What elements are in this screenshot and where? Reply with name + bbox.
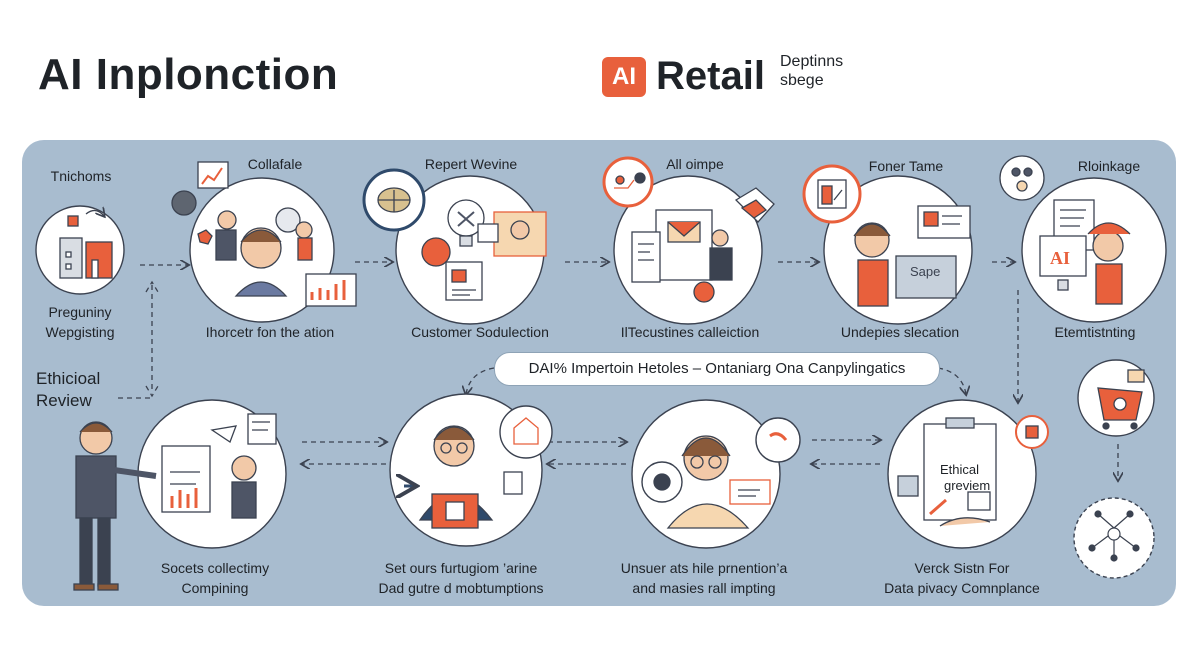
bottom2-label: Set ours furtugiom ’arine Dad gutre d mo… <box>356 558 566 598</box>
step4-bottom-label: IlTecustines calleiction <box>620 324 760 340</box>
step3-top-label: Repert Wevine <box>424 156 518 172</box>
bottom4-line1: Verck Sistn For <box>914 560 1010 576</box>
presenter-figure <box>73 421 157 591</box>
collecting-illustration <box>161 413 277 519</box>
store-icon <box>59 210 113 279</box>
step4-top-label: All oimpe <box>666 156 724 172</box>
linkage-illustration <box>1011 167 1131 305</box>
bottom4-label: Verck Sistn For Data pivacy Comnplance <box>862 558 1062 598</box>
connector-banner-right <box>937 367 966 394</box>
badge-circle-team <box>999 155 1045 201</box>
ethical-review-line1: Ethicioal <box>36 369 101 388</box>
ethical-review-line2: Review <box>36 391 92 410</box>
bottom1-label: Socets collectimy Compining <box>130 558 300 598</box>
brand-lockup: AI Retail <box>602 54 765 99</box>
clipboard-title: Ethical <box>940 462 979 477</box>
step6-bottom-label: Etemtistnting <box>1054 324 1136 340</box>
collaboration-illustration <box>197 161 357 307</box>
page-title: AI Inplonction <box>38 50 339 99</box>
selection-illustration <box>817 179 971 307</box>
brand-name: Retail <box>656 54 765 98</box>
ethical-review-illustration <box>897 417 1039 527</box>
bottom2-line2: Dad gutre d mobtumptions <box>378 580 544 596</box>
manager-illustration <box>404 417 539 529</box>
collection-illustration <box>614 172 775 303</box>
bottom3-line1: Unsuer ats hile prnention’a <box>620 560 788 576</box>
bottom3-label: Unsuer ats hile prnention’a and masies r… <box>604 558 804 598</box>
right-circle-network <box>1073 497 1155 579</box>
badge-circle-food <box>755 417 801 463</box>
connector-banner-left <box>466 367 495 394</box>
bottom4-line2: Data pivacy Comnplance <box>884 580 1040 596</box>
step5-top-label: Foner Tame <box>868 158 944 174</box>
step1-bottom-label: Preguniny Wepgisting <box>30 302 130 342</box>
step6-top-label: Rloinkage <box>1077 158 1141 174</box>
step5-bottom-label: Undepies slecation <box>840 324 960 340</box>
ai-monitor-text: AI <box>1050 248 1070 268</box>
step1-bottom-line1: Preguniny <box>48 304 112 320</box>
brand-tagline: Deptinns sbege <box>780 52 843 90</box>
banner-pill: DAI% Impertoin Hetoles – Ontaniarg Ona C… <box>494 352 940 386</box>
brand-logo: AI <box>602 56 646 97</box>
step2-top-label: Collafale <box>247 156 303 172</box>
clipboard-subtitle: greviem <box>944 478 990 493</box>
bottom3-line2: and masies rall impting <box>632 580 776 596</box>
ethical-review-label: Ethicioal Review <box>36 368 100 412</box>
step1-bottom-line2: Wepgisting <box>45 324 115 340</box>
bottom1-line2: Compining <box>181 580 249 596</box>
step3-bottom-label: Customer Sodulection <box>411 324 549 340</box>
sape-card-text: Sape <box>910 264 940 279</box>
step2-bottom-label: Ihorcetr fon the ation <box>205 324 335 340</box>
user-illustration <box>653 432 788 529</box>
brand-tagline-line1: Deptinns <box>780 53 844 70</box>
cart-icon <box>1097 369 1145 430</box>
step1-top-label: Tnichoms <box>50 168 112 184</box>
network-icon <box>1088 510 1140 562</box>
bottom2-line1: Set ours furtugiom ’arine <box>384 560 538 576</box>
brand-tagline-line2: sbege <box>780 72 824 89</box>
bottom1-line1: Socets collectimy <box>160 560 270 576</box>
customer-illustration <box>377 187 547 301</box>
badge-circle-magnifier <box>171 190 197 216</box>
badge-circle-people <box>602 156 654 208</box>
